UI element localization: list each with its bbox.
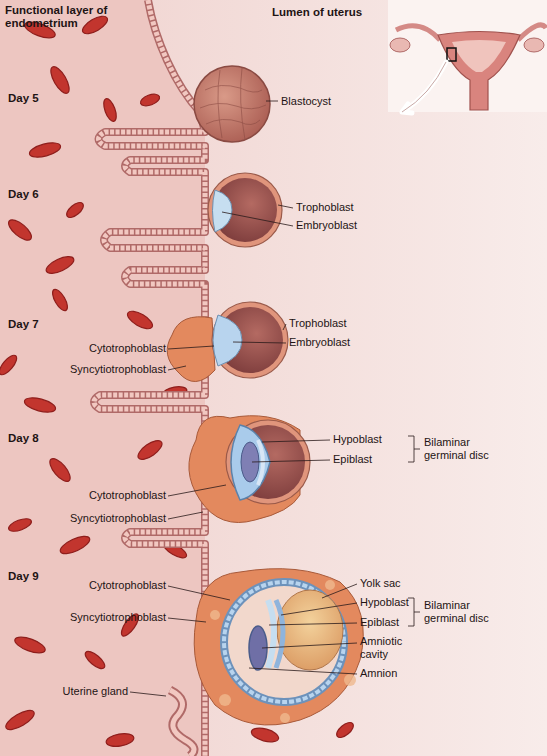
part-label: Syncytiotrophoblast [58, 611, 166, 624]
part-label: Uterine gland [20, 685, 128, 698]
heading-label: Day 8 [8, 432, 58, 445]
part-label: Cytotrophoblast [58, 342, 166, 355]
part-label: Cytotrophoblast [58, 489, 166, 502]
part-label: Amnion [360, 667, 420, 680]
part-label: Yolk sac [360, 577, 420, 590]
heading-label: Day 9 [8, 570, 58, 583]
part-label: Embryoblast [289, 336, 379, 349]
part-label: Epiblast [360, 616, 405, 629]
part-label: Syncytiotrophoblast [58, 363, 166, 376]
part-label: Cytotrophoblast [58, 579, 166, 592]
heading-label: Day 7 [8, 318, 58, 331]
part-label: Hypoblast [333, 433, 413, 446]
part-label: Syncytiotrophoblast [58, 512, 166, 525]
heading-label: Functional layer of endometrium [5, 4, 115, 30]
part-label: Amniotic cavity [360, 635, 415, 661]
part-label: Epiblast [333, 453, 413, 466]
part-label: Trophoblast [296, 201, 386, 214]
part-label: Trophoblast [289, 317, 379, 330]
heading-label: Day 6 [8, 188, 58, 201]
part-label: Hypoblast [360, 596, 420, 609]
part-label: Bilaminar germinal disc [424, 436, 504, 462]
heading-label: Lumen of uterus [272, 6, 392, 19]
part-label: Blastocyst [281, 95, 371, 108]
part-label: Bilaminar germinal disc [424, 599, 504, 625]
heading-label: Day 5 [8, 92, 58, 105]
part-label: Embryoblast [296, 219, 386, 232]
